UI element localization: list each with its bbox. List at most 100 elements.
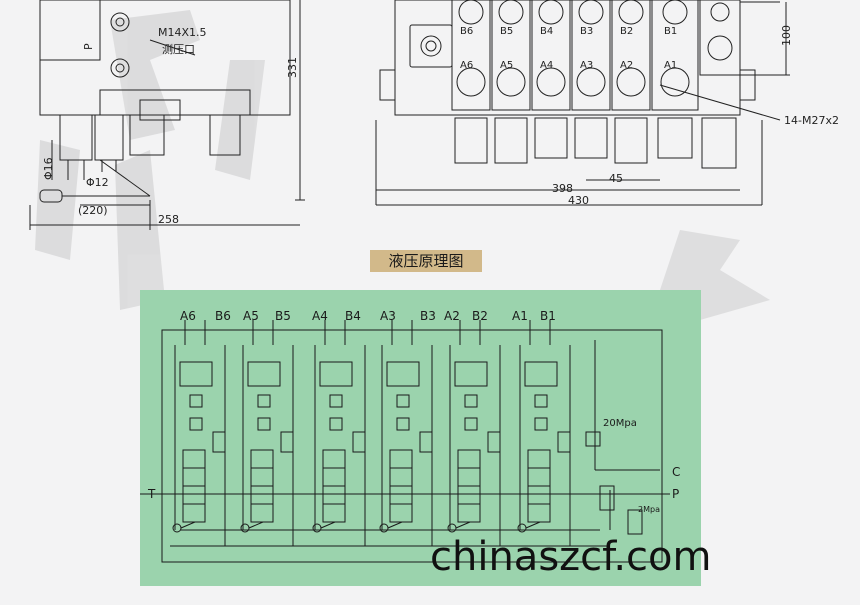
relief-valve bbox=[257, 394, 271, 408]
a-port-5: A5 bbox=[500, 60, 513, 71]
schem-port-a4: A4 bbox=[312, 309, 328, 323]
schem-port-a3: A3 bbox=[380, 309, 396, 323]
relief-valve bbox=[189, 394, 203, 408]
spool-block bbox=[182, 449, 206, 469]
spool-block bbox=[389, 467, 413, 487]
dim-398: 398 bbox=[552, 182, 573, 195]
check-valve-block bbox=[524, 361, 558, 387]
dim-45: 45 bbox=[609, 172, 623, 185]
check-valve-block bbox=[454, 361, 488, 387]
spool-block bbox=[250, 467, 274, 487]
load-check bbox=[280, 431, 294, 453]
b-port-2: B2 bbox=[620, 26, 633, 37]
lever-pivot bbox=[312, 523, 322, 533]
spool-block bbox=[182, 485, 206, 505]
load-check bbox=[419, 431, 433, 453]
a-port-3: A3 bbox=[580, 60, 593, 71]
website-watermark: chinaszcf.com bbox=[430, 534, 712, 580]
spool-block bbox=[182, 467, 206, 487]
spool-block bbox=[322, 485, 346, 505]
diam-12: Φ12 bbox=[86, 176, 109, 189]
check-valve-block bbox=[386, 361, 420, 387]
b-port-6: B6 bbox=[460, 26, 473, 37]
schem-port-a1: A1 bbox=[512, 309, 528, 323]
section-title-box: 液压原理图 bbox=[370, 250, 482, 272]
spool-block bbox=[322, 467, 346, 487]
spool-block bbox=[250, 485, 274, 505]
label-p: P bbox=[672, 487, 679, 501]
side-view-body bbox=[39, 0, 291, 116]
spool-block bbox=[527, 503, 551, 523]
lever-pivot bbox=[172, 523, 182, 533]
spool-block bbox=[250, 449, 274, 469]
relief-valve bbox=[257, 417, 271, 431]
lever bbox=[387, 521, 403, 529]
front-view-body bbox=[394, 0, 741, 116]
schem-port-a5: A5 bbox=[243, 309, 259, 323]
technical-drawing: M14X1.5 测压口 P 331 Φ16 Φ12 (220) 258 bbox=[29, 0, 839, 230]
lever-pivot bbox=[447, 523, 457, 533]
relief-valve bbox=[396, 394, 410, 408]
a-port-1: A1 bbox=[664, 60, 677, 71]
spool-block bbox=[250, 503, 274, 523]
spool-block bbox=[389, 485, 413, 505]
spool-block bbox=[457, 485, 481, 505]
b-port-3: B3 bbox=[580, 26, 593, 37]
check-valve-block bbox=[179, 361, 213, 387]
lever bbox=[525, 521, 541, 529]
schem-port-a2: A2 bbox=[444, 309, 460, 323]
schem-port-b3: B3 bbox=[420, 309, 436, 323]
schem-port-b1: B1 bbox=[540, 309, 556, 323]
lever-pivot bbox=[517, 523, 527, 533]
relief-valve bbox=[534, 394, 548, 408]
spool-block bbox=[527, 449, 551, 469]
relief-valve bbox=[329, 394, 343, 408]
lever-pivot bbox=[379, 523, 389, 533]
a-port-2: A2 bbox=[620, 60, 633, 71]
spool-block bbox=[322, 503, 346, 523]
spool-block bbox=[182, 503, 206, 523]
check-valve-block bbox=[247, 361, 281, 387]
relief-valve bbox=[534, 417, 548, 431]
schem-port-b2: B2 bbox=[472, 309, 488, 323]
thread-label: M14X1.5 bbox=[158, 26, 207, 39]
spool-block bbox=[457, 467, 481, 487]
relief-valve bbox=[464, 394, 478, 408]
relief-valve bbox=[189, 417, 203, 431]
spool-block bbox=[457, 449, 481, 469]
a-port-6: A6 bbox=[460, 60, 473, 71]
label-t: T bbox=[147, 487, 156, 501]
check-valve-block bbox=[319, 361, 353, 387]
schem-port-b6: B6 bbox=[215, 309, 231, 323]
schem-port-b5: B5 bbox=[275, 309, 291, 323]
relief-valve bbox=[464, 417, 478, 431]
pressure-2: 2Mpa bbox=[638, 505, 660, 514]
width-dim: 258 bbox=[158, 213, 179, 226]
height-dim: 331 bbox=[286, 57, 299, 78]
port-label-p: P bbox=[82, 43, 95, 50]
spool-block bbox=[389, 503, 413, 523]
a-port-4: A4 bbox=[540, 60, 553, 71]
load-check bbox=[557, 431, 571, 453]
handle-dim: (220) bbox=[78, 204, 108, 217]
dim-430: 430 bbox=[568, 194, 589, 207]
relief-valve bbox=[329, 417, 343, 431]
b-port-4: B4 bbox=[540, 26, 553, 37]
load-check bbox=[352, 431, 366, 453]
mount-label: 14-M27x2 bbox=[784, 114, 839, 127]
pressure-20: 20Mpa bbox=[603, 418, 637, 429]
load-check bbox=[212, 431, 226, 453]
spool-block bbox=[389, 449, 413, 469]
relief-valve bbox=[396, 417, 410, 431]
lever bbox=[320, 521, 336, 529]
lever bbox=[248, 521, 264, 529]
dim-100: 100 bbox=[780, 25, 793, 46]
label-c: C bbox=[672, 465, 680, 479]
section-title: 液压原理图 bbox=[388, 252, 464, 270]
load-check bbox=[487, 431, 501, 453]
schem-port-a6: A6 bbox=[180, 309, 196, 323]
hydraulic-schematic: A6 B6 A5 B5 A4 B4 A3 B3 A2 B2 A1 B1 20Mp… bbox=[140, 290, 701, 586]
spool-block bbox=[527, 467, 551, 487]
b-port-1: B1 bbox=[664, 26, 677, 37]
valve-sections bbox=[451, 0, 737, 169]
